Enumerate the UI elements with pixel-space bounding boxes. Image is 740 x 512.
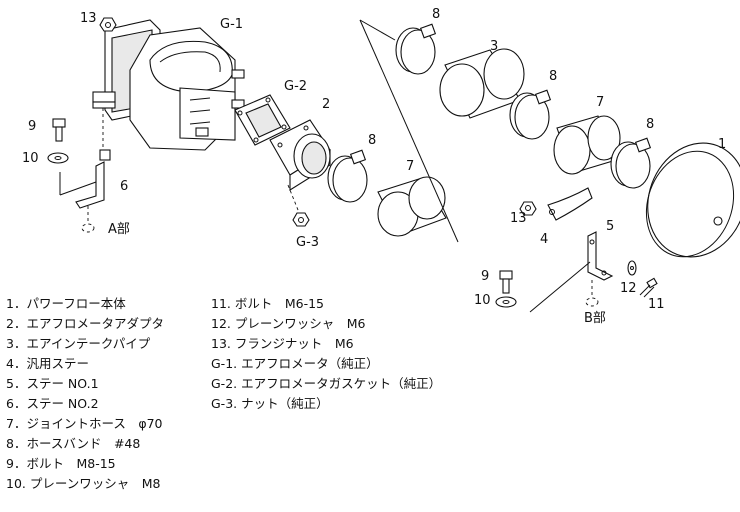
legend-item: G-2. エアフロメータガスケット（純正）: [211, 376, 442, 391]
callout-g3: G-3: [296, 235, 319, 250]
callout-10: 10: [22, 151, 39, 166]
callout-12: 12: [620, 281, 637, 296]
joint-hose-7-mid: [377, 176, 447, 237]
plain-washer-12: [627, 260, 637, 276]
air-flow-meter-adapter-2: [269, 119, 331, 191]
legend-item: 4．汎用ステー: [6, 356, 89, 371]
parts-legend-right: 11. ボルト M6-15 12. プレーンワッシャ M6 13. フランジナッ…: [211, 294, 441, 414]
legend-item: G-3. ナット（純正）: [211, 396, 329, 411]
hose-band-8-mid: [327, 149, 368, 203]
callout-g1: G-1: [220, 17, 243, 32]
callout-8: 8: [549, 69, 557, 84]
bolt-11: [639, 277, 658, 298]
callout-13: 13: [510, 211, 527, 226]
callout-1: 1: [718, 137, 726, 152]
flange-nut-13-top: [99, 17, 117, 32]
flange-nut-13-lower: [519, 201, 537, 216]
callout-9: 9: [481, 269, 489, 284]
callout-8: 8: [368, 133, 376, 148]
parts-legend-left: 1．パワーフロー本体 2．エアフロメータアダプタ 3．エアインテークパイプ 4．…: [6, 294, 164, 494]
legend-item: 3．エアインテークパイプ: [6, 336, 151, 351]
callout-10: 10: [474, 293, 491, 308]
legend-item: 11. ボルト M6-15: [211, 296, 325, 311]
legend-item: 10. プレーンワッシャ M8: [6, 476, 161, 491]
callout-g2: G-2: [284, 79, 307, 94]
plain-washer-10-lower: [495, 296, 517, 308]
callout-3: 3: [490, 39, 498, 54]
callout-b-section: B部: [584, 311, 606, 326]
air-flow-meter-g1: [92, 19, 245, 151]
legend-item: 1．パワーフロー本体: [6, 296, 126, 311]
legend-item: 13. フランジナット M6: [211, 336, 354, 351]
callout-2: 2: [322, 97, 330, 112]
stay-no1-5: [529, 231, 614, 313]
joint-hose-7-right: [553, 115, 621, 175]
legend-item: 5．ステー NO.1: [6, 376, 99, 391]
nut-g3: [292, 212, 310, 227]
callout-13: 13: [80, 11, 97, 26]
legend-item: 6．ステー NO.2: [6, 396, 99, 411]
hose-band-8-top: [395, 23, 437, 75]
hose-band-8-right: [509, 89, 552, 140]
bolt-9-lower: [499, 270, 513, 294]
universal-stay-4: [547, 187, 593, 221]
callout-6: 6: [120, 179, 128, 194]
callout-9: 9: [28, 119, 36, 134]
callout-11: 11: [648, 297, 665, 312]
callout-4: 4: [540, 232, 548, 247]
legend-item: 2．エアフロメータアダプタ: [6, 316, 164, 331]
callout-8: 8: [432, 7, 440, 22]
air-intake-pipe-3: [439, 48, 525, 119]
hose-band-8-far-right: [610, 137, 652, 189]
stay-no2-6: [59, 149, 111, 233]
callout-7: 7: [596, 95, 604, 110]
legend-item: G-1. エアフロメータ（純正）: [211, 356, 379, 371]
callout-5: 5: [606, 219, 614, 234]
legend-item: 7．ジョイントホース φ70: [6, 416, 163, 431]
legend-item: 12. プレーンワッシャ M6: [211, 316, 366, 331]
air-flow-meter-gasket-g2: [234, 94, 291, 146]
legend-item: 8．ホースバンド #48: [6, 436, 141, 451]
power-flow-body-1: [645, 142, 740, 258]
plain-washer-10-left: [47, 152, 69, 164]
callout-8: 8: [646, 117, 654, 132]
callout-7: 7: [406, 159, 414, 174]
callout-a-section: A部: [108, 222, 130, 237]
legend-item: 9．ボルト M8-15: [6, 456, 116, 471]
bolt-9-left: [52, 118, 66, 142]
